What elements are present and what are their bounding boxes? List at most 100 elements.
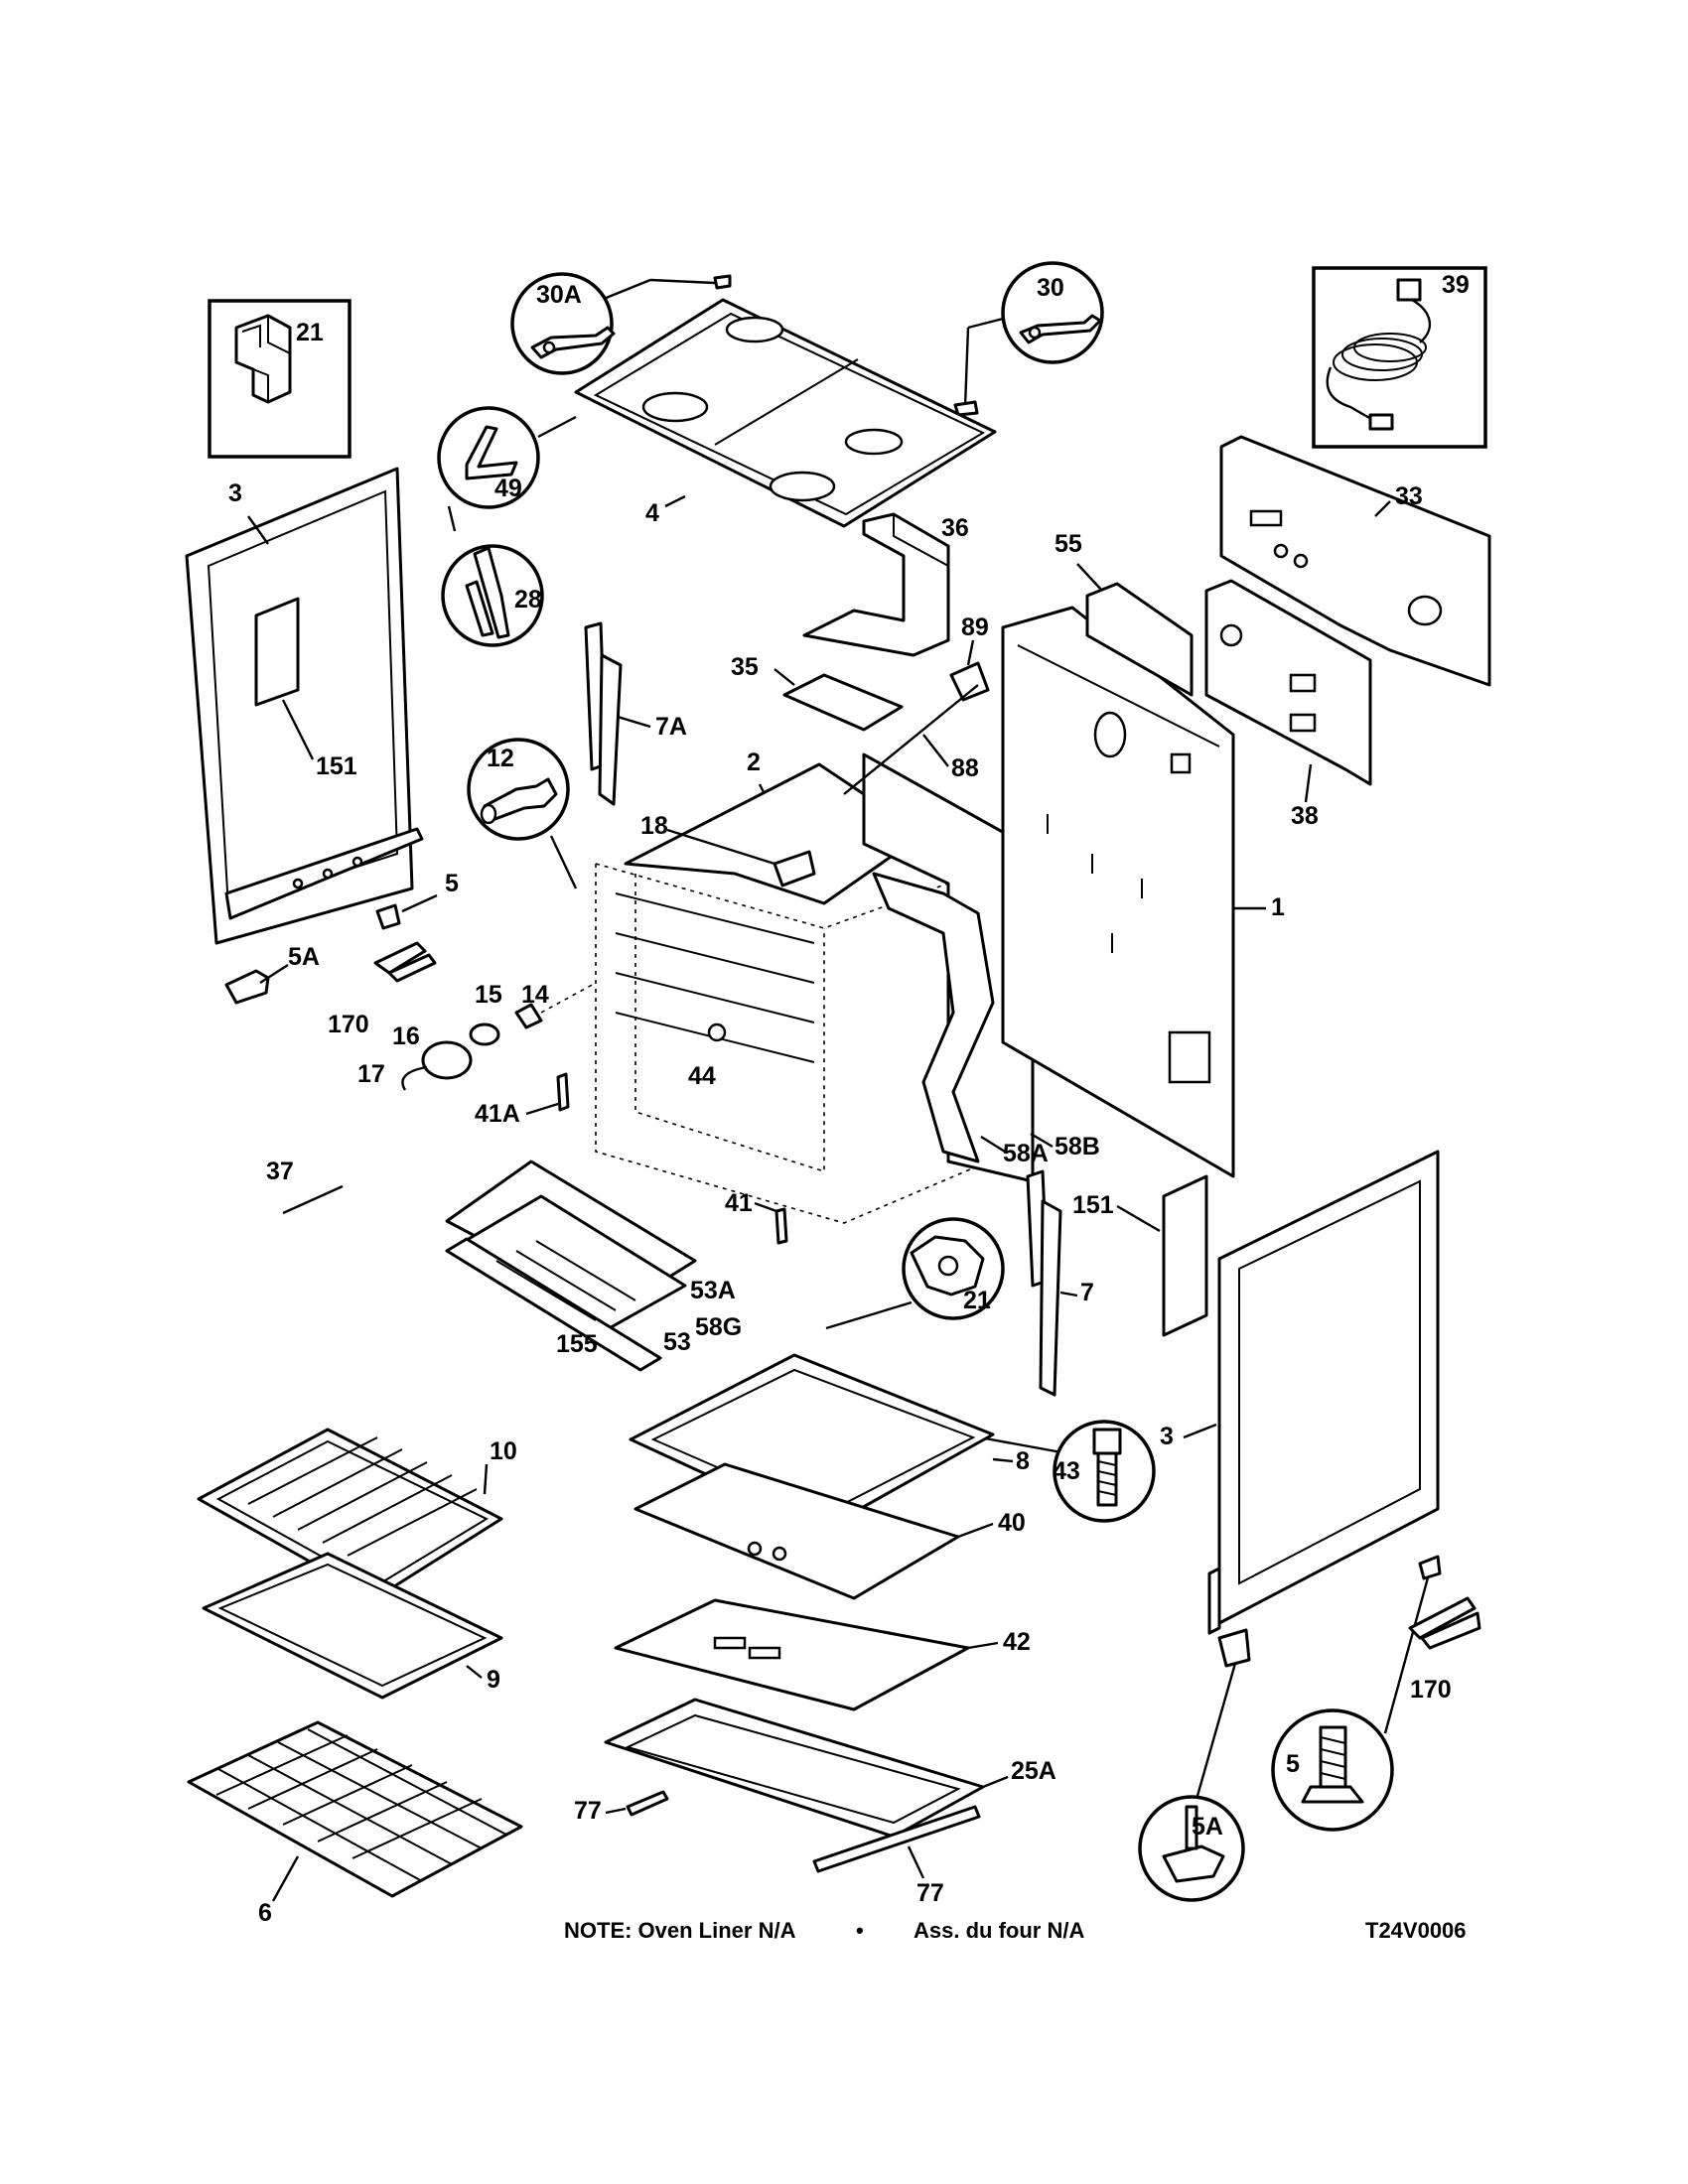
inset-box-part-39: 39: [1312, 266, 1487, 449]
part-25A-drawer-frame: 25A: [604, 1698, 1056, 1839]
parts-53A-53-58G-155-vent: 53A 53 58G 155: [445, 1160, 742, 1372]
parts-170-5A-right: 170: [1217, 1555, 1481, 1704]
label-38: 38: [1291, 802, 1319, 830]
part-7A-rack-guide: 7A: [584, 621, 687, 806]
label-88: 88: [951, 754, 979, 782]
part-151-left-bracket: 151: [254, 597, 357, 780]
label-21-inset: 21: [296, 319, 324, 346]
label-170-right: 170: [1410, 1676, 1452, 1704]
label-14: 14: [521, 981, 549, 1009]
callout-28: 28: [441, 505, 544, 647]
label-58G: 58G: [695, 1313, 742, 1341]
part-18-top-wrap: 18: [624, 762, 925, 905]
label-58A: 58A: [1003, 1140, 1049, 1167]
note-english: NOTE: Oven Liner N/A: [564, 1918, 796, 1943]
label-155: 155: [556, 1330, 598, 1358]
label-49: 49: [494, 475, 522, 502]
label-15: 15: [475, 981, 502, 1009]
part-58-insulation-frame: 58A 58B: [862, 752, 1100, 1183]
label-5A-callout: 5A: [1192, 1813, 1223, 1841]
parts-89-88: 89 88: [843, 614, 990, 795]
label-55: 55: [1055, 530, 1082, 558]
label-4: 4: [645, 499, 659, 527]
parts-5-5A-170-left: 5 5A 170: [224, 870, 459, 1038]
note-french: Ass. du four N/A: [914, 1918, 1084, 1943]
label-3-left: 3: [228, 479, 242, 507]
label-12: 12: [487, 745, 514, 772]
part-7-rack-guide-right: 7: [1026, 1169, 1094, 1397]
part-44: 44: [688, 1023, 727, 1090]
part-55-back-bracket: 55: [1055, 530, 1194, 697]
callout-12: 12: [467, 738, 578, 889]
label-58B: 58B: [1055, 1133, 1100, 1160]
callout-5A-lower: 5A: [1138, 1659, 1245, 1902]
footer-note: NOTE: Oven Liner N/A • Ass. du four N/A …: [564, 1918, 1467, 1943]
callout-21-lower: 21: [825, 1217, 1005, 1330]
label-40: 40: [998, 1509, 1026, 1537]
label-8: 8: [1016, 1447, 1030, 1475]
part-6-oven-rack: 6: [187, 1720, 523, 1927]
label-42: 42: [1003, 1628, 1031, 1656]
callout-49: 49: [437, 406, 577, 509]
label-25A: 25A: [1011, 1757, 1056, 1785]
part-36-vent-duct: 36: [802, 512, 969, 657]
label-33: 33: [1395, 482, 1423, 510]
label-35: 35: [731, 653, 759, 681]
label-39: 39: [1442, 271, 1470, 299]
label-30A: 30A: [536, 281, 582, 309]
part-151-right-bracket: 151: [1072, 1174, 1208, 1337]
part-3-right-side-panel: 3: [1160, 1150, 1440, 1635]
label-6: 6: [258, 1899, 272, 1927]
part-3-left-side-panel: 3: [185, 467, 424, 945]
label-16: 16: [392, 1023, 420, 1050]
label-7A: 7A: [655, 713, 687, 741]
label-77-left: 77: [574, 1797, 602, 1825]
callout-5-lower: 5: [1271, 1570, 1432, 1832]
inset-box-part-21: 21: [208, 299, 352, 459]
part-38-back-shield: 38: [1204, 579, 1372, 830]
label-44: 44: [688, 1062, 716, 1090]
label-18: 18: [640, 812, 668, 840]
part-35-vent-plate: 35: [731, 653, 904, 732]
callout-30: 30: [953, 261, 1104, 417]
label-43: 43: [1053, 1457, 1080, 1485]
label-89: 89: [961, 614, 989, 641]
diagram-code: T24V0006: [1365, 1918, 1467, 1943]
part-9-broil-pan: 9: [202, 1552, 503, 1700]
label-21-callout: 21: [963, 1287, 991, 1314]
label-53: 53: [663, 1328, 691, 1356]
parts-41A-41: 41A 41: [475, 1072, 788, 1245]
label-77-right: 77: [916, 1879, 944, 1907]
part-40-burner-baffle: 40: [633, 1462, 1026, 1600]
part-4-main-top: 4: [574, 298, 997, 528]
label-151-right: 151: [1072, 1191, 1114, 1219]
label-36: 36: [941, 514, 969, 542]
part-33-back-cover: 33: [1219, 435, 1491, 687]
parts-14-15-16-17-light-assembly: 14 15 16 17: [357, 981, 597, 1091]
label-9: 9: [487, 1666, 500, 1694]
callout-30A: 30A: [510, 272, 732, 375]
label-3-right: 3: [1160, 1423, 1174, 1450]
label-53A: 53A: [690, 1277, 736, 1304]
part-37: 37: [266, 1158, 344, 1215]
label-2: 2: [747, 749, 761, 776]
label-170-left: 170: [328, 1011, 369, 1038]
label-17: 17: [357, 1060, 385, 1088]
callout-43: 43: [934, 1410, 1156, 1523]
label-41: 41: [725, 1189, 753, 1217]
label-28: 28: [514, 586, 542, 614]
label-7: 7: [1080, 1279, 1094, 1306]
parts-77-drawer-slides: 77 77: [574, 1790, 981, 1907]
label-30: 30: [1037, 274, 1064, 302]
label-37: 37: [266, 1158, 294, 1185]
label-41A: 41A: [475, 1100, 520, 1128]
label-1: 1: [1271, 893, 1285, 921]
label-5-callout: 5: [1286, 1750, 1300, 1778]
label-5A-left: 5A: [288, 943, 320, 971]
label-5-left: 5: [445, 870, 459, 897]
note-separator: •: [856, 1918, 864, 1943]
label-10: 10: [490, 1437, 517, 1465]
part-1-back-panel: 1: [1001, 606, 1285, 1178]
label-151-left: 151: [316, 752, 357, 780]
